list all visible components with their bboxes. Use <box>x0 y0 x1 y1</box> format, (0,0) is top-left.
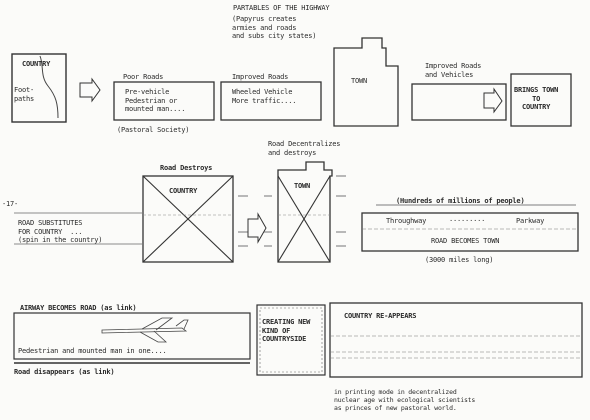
town-label-2: TOWN <box>294 182 311 190</box>
town-shape-1 <box>333 37 399 127</box>
brings-town-box <box>510 73 572 127</box>
miles-label: (3000 miles long) <box>425 256 494 264</box>
arrow-3-icon <box>247 212 267 244</box>
brings-town-label: BRINGS TOWN TO COUNTRY <box>514 86 559 111</box>
hundreds-label: (Hundreds of millions of people) <box>396 197 525 205</box>
papyrus-note: (Papyrus creates armies and roads and su… <box>232 15 317 40</box>
dots-label: ········· <box>449 217 486 225</box>
town-crossed-box <box>277 161 333 263</box>
arrow-2-icon <box>483 87 503 114</box>
airplane-icon <box>101 317 189 343</box>
road-becomes-town-label: ROAD BECOMES TOWN <box>431 237 500 245</box>
poor-roads-body: Pre-vehicle Pedestrian or mounted man...… <box>125 88 186 113</box>
improved-vehicles-box <box>411 83 507 121</box>
road-disappears-label: Road disappears (as link) <box>14 368 115 376</box>
improved-roads-box <box>220 81 322 121</box>
poor-roads-box <box>113 81 215 121</box>
airway-label: AIRWAY BECOMES ROAD (as link) <box>20 304 137 312</box>
road-becomes-town-box <box>361 212 579 252</box>
country-crossed-box <box>142 175 234 263</box>
page-side-mark: -17- <box>2 200 19 208</box>
footnote: in printing mode in decentralized nuclea… <box>334 388 476 412</box>
pedestrian-label: Pedestrian and mounted man in one.... <box>18 347 167 355</box>
substitutes-label: ROAD SUBSTITUTES FOR COUNTRY ... (spin i… <box>18 219 103 244</box>
throughway-label: Throughway <box>386 217 427 225</box>
poor-roads-title: Poor Roads <box>123 73 164 81</box>
town-label-1: TOWN <box>351 77 368 85</box>
airway-box <box>13 312 251 360</box>
creating-label: CREATING NEW KIND OF COUNTRYSIDE <box>262 318 311 343</box>
road-destroys-label: Road Destroys <box>160 164 213 172</box>
parkway-label: Parkway <box>516 217 545 225</box>
improved-vehicles-label: Improved Roads and Vehicles <box>425 62 482 79</box>
footpaths-label: Foot- paths <box>14 86 35 103</box>
creating-box <box>256 304 326 376</box>
country-label-2: COUNTRY <box>169 187 198 195</box>
diagram-title: PARTABLES OF THE HIGHWAY <box>233 4 330 12</box>
country-box <box>11 53 67 123</box>
footpath-curve <box>39 55 59 119</box>
country-reappears-label: COUNTRY RE-APPEARS <box>344 312 417 320</box>
pastoral-label: (Pastoral Society) <box>117 126 190 134</box>
arrow-1-icon <box>79 77 101 103</box>
decentralizes-label: Road Decentralizes and destroys <box>268 140 341 157</box>
country-reappears-box <box>329 302 583 378</box>
country-label: COUNTRY <box>22 60 51 68</box>
improved-roads-body: Wheeled Vehicle More traffic.... <box>232 88 297 105</box>
improved-roads-title: Improved Roads <box>232 73 289 81</box>
